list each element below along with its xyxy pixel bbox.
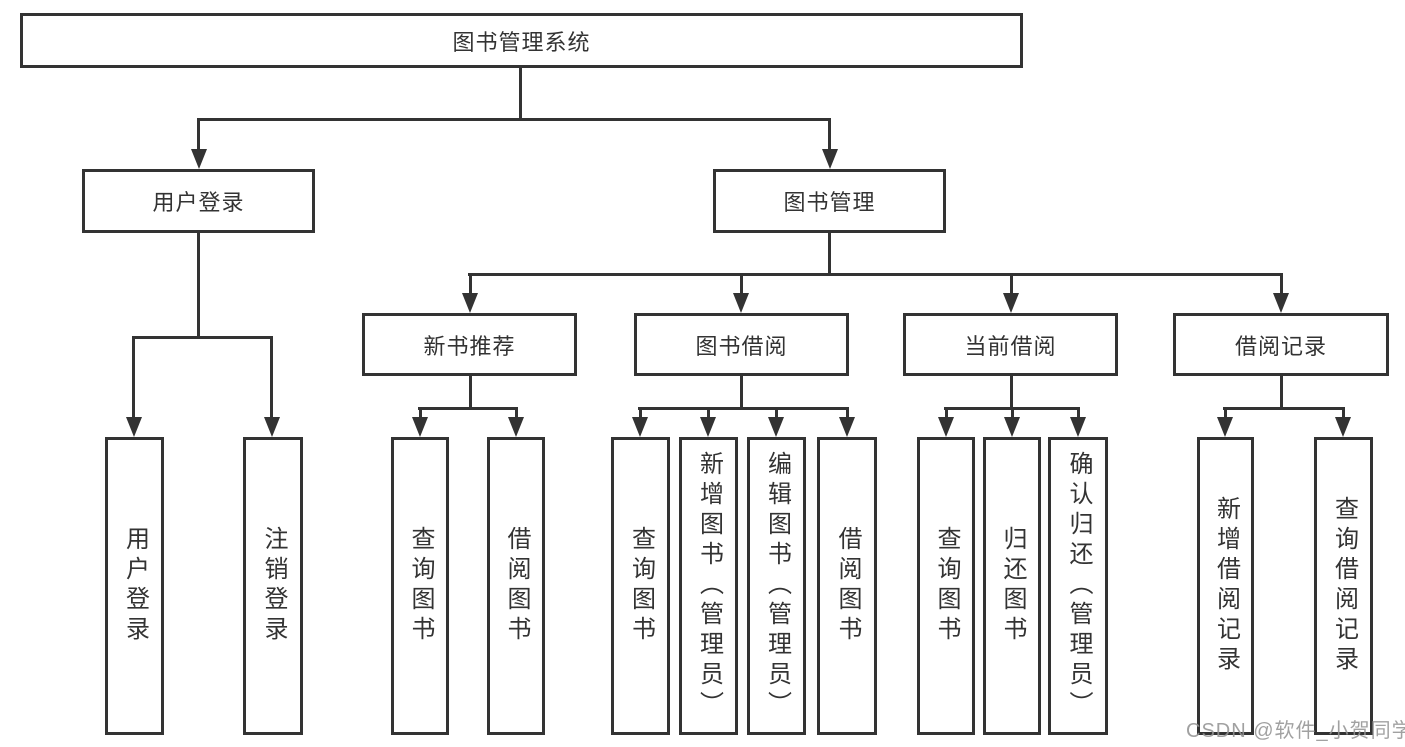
node-current-borrow-label: 当前借阅 bbox=[964, 333, 1057, 359]
arrowhead bbox=[768, 417, 784, 437]
connector bbox=[469, 376, 472, 407]
arrowhead bbox=[508, 417, 524, 437]
node-leaf-br-add-record: 新增借阅记录 bbox=[1197, 437, 1254, 735]
node-user-login-label: 用户登录 bbox=[152, 190, 245, 215]
node-leaf-user-login: 用户登录 bbox=[105, 437, 164, 735]
connector bbox=[1010, 376, 1013, 407]
node-new-book-rec: 新书推荐 bbox=[362, 313, 577, 376]
arrowhead bbox=[412, 417, 428, 437]
connector bbox=[418, 407, 518, 410]
connector bbox=[639, 407, 642, 419]
node-book-borrow: 图书借阅 bbox=[634, 313, 849, 376]
node-leaf-cb-confirm-return: 确认归还（管理员） bbox=[1048, 437, 1108, 735]
node-leaf-cb-query-books-label: 查询图书 bbox=[933, 526, 960, 646]
node-leaf-bb-query-books-label: 查询图书 bbox=[627, 526, 655, 646]
node-root-label: 图书管理系统 bbox=[452, 29, 591, 55]
node-leaf-bb-query-books: 查询图书 bbox=[611, 437, 670, 735]
connector bbox=[469, 273, 472, 295]
connector bbox=[707, 407, 710, 419]
arrowhead bbox=[733, 293, 749, 313]
node-leaf-rec-query-books-label: 查询图书 bbox=[407, 526, 434, 646]
connector bbox=[270, 336, 273, 419]
node-leaf-rec-query-books: 查询图书 bbox=[391, 437, 449, 735]
node-book-borrow-label: 图书借阅 bbox=[695, 333, 788, 359]
node-borrow-record: 借阅记录 bbox=[1173, 313, 1389, 376]
node-leaf-cb-query-books: 查询图书 bbox=[917, 437, 975, 735]
arrowhead bbox=[1217, 417, 1233, 437]
node-leaf-br-query-record-label: 查询借阅记录 bbox=[1330, 496, 1358, 676]
connector bbox=[1342, 407, 1345, 419]
connector bbox=[1223, 407, 1345, 410]
arrowhead bbox=[462, 293, 478, 313]
node-book-mgmt-label: 图书管理 bbox=[783, 190, 876, 215]
connector bbox=[1280, 273, 1283, 295]
arrowhead bbox=[938, 417, 954, 437]
arrowhead bbox=[839, 417, 855, 437]
connector bbox=[1280, 376, 1283, 407]
arrowhead bbox=[632, 417, 648, 437]
arrowhead bbox=[1004, 417, 1020, 437]
node-leaf-user-login-label: 用户登录 bbox=[121, 526, 149, 646]
node-leaf-rec-borrow-books: 借阅图书 bbox=[487, 437, 545, 735]
node-user-login: 用户登录 bbox=[82, 169, 315, 233]
node-leaf-bb-borrow-books-label: 借阅图书 bbox=[834, 526, 861, 646]
connector bbox=[1011, 407, 1014, 419]
connector bbox=[740, 376, 743, 407]
node-leaf-bb-add-books: 新增图书（管理员） bbox=[679, 437, 738, 735]
node-leaf-bb-edit-books: 编辑图书（管理员） bbox=[747, 437, 806, 735]
node-root: 图书管理系统 bbox=[20, 13, 1023, 68]
connector bbox=[775, 407, 778, 419]
connector bbox=[1010, 273, 1013, 295]
arrowhead bbox=[1003, 293, 1019, 313]
connector bbox=[1224, 407, 1227, 419]
arrowhead bbox=[822, 149, 838, 169]
node-leaf-cb-confirm-return-label: 确认归还（管理员） bbox=[1065, 451, 1092, 721]
node-leaf-logout: 注销登录 bbox=[243, 437, 303, 735]
connector bbox=[828, 233, 831, 273]
connector bbox=[515, 407, 518, 419]
node-leaf-bb-edit-books-label: 编辑图书（管理员） bbox=[763, 451, 791, 721]
node-current-borrow: 当前借阅 bbox=[903, 313, 1118, 376]
connector bbox=[828, 118, 831, 151]
arrowhead bbox=[1273, 293, 1289, 313]
connector bbox=[740, 273, 743, 295]
node-leaf-logout-label: 注销登录 bbox=[260, 526, 287, 646]
connector bbox=[638, 407, 849, 410]
node-leaf-bb-add-books-label: 新增图书（管理员） bbox=[695, 451, 723, 721]
connector bbox=[1077, 407, 1080, 419]
connector bbox=[197, 118, 200, 151]
connector bbox=[132, 336, 273, 339]
arrowhead bbox=[1335, 417, 1351, 437]
arrowhead bbox=[264, 417, 280, 437]
csdn-watermark: CSDN @软件_小贺同学 bbox=[1186, 720, 1405, 742]
arrowhead bbox=[126, 417, 142, 437]
connector bbox=[197, 118, 831, 121]
node-leaf-rec-borrow-books-label: 借阅图书 bbox=[503, 526, 530, 646]
connector bbox=[132, 336, 135, 419]
connector bbox=[419, 407, 422, 419]
connector bbox=[945, 407, 948, 419]
arrowhead bbox=[700, 417, 716, 437]
node-leaf-br-query-record: 查询借阅记录 bbox=[1314, 437, 1373, 735]
node-borrow-record-label: 借阅记录 bbox=[1234, 333, 1327, 359]
node-leaf-cb-return-books-label: 归还图书 bbox=[999, 526, 1026, 646]
connector bbox=[519, 68, 522, 118]
node-leaf-br-add-record-label: 新增借阅记录 bbox=[1212, 496, 1240, 676]
connector bbox=[197, 233, 200, 336]
arrowhead bbox=[1070, 417, 1086, 437]
node-new-book-rec-label: 新书推荐 bbox=[423, 333, 516, 359]
connector bbox=[846, 407, 849, 419]
connector bbox=[468, 273, 1283, 276]
node-leaf-bb-borrow-books: 借阅图书 bbox=[817, 437, 877, 735]
node-book-mgmt: 图书管理 bbox=[713, 169, 946, 233]
arrowhead bbox=[191, 149, 207, 169]
node-leaf-cb-return-books: 归还图书 bbox=[983, 437, 1041, 735]
